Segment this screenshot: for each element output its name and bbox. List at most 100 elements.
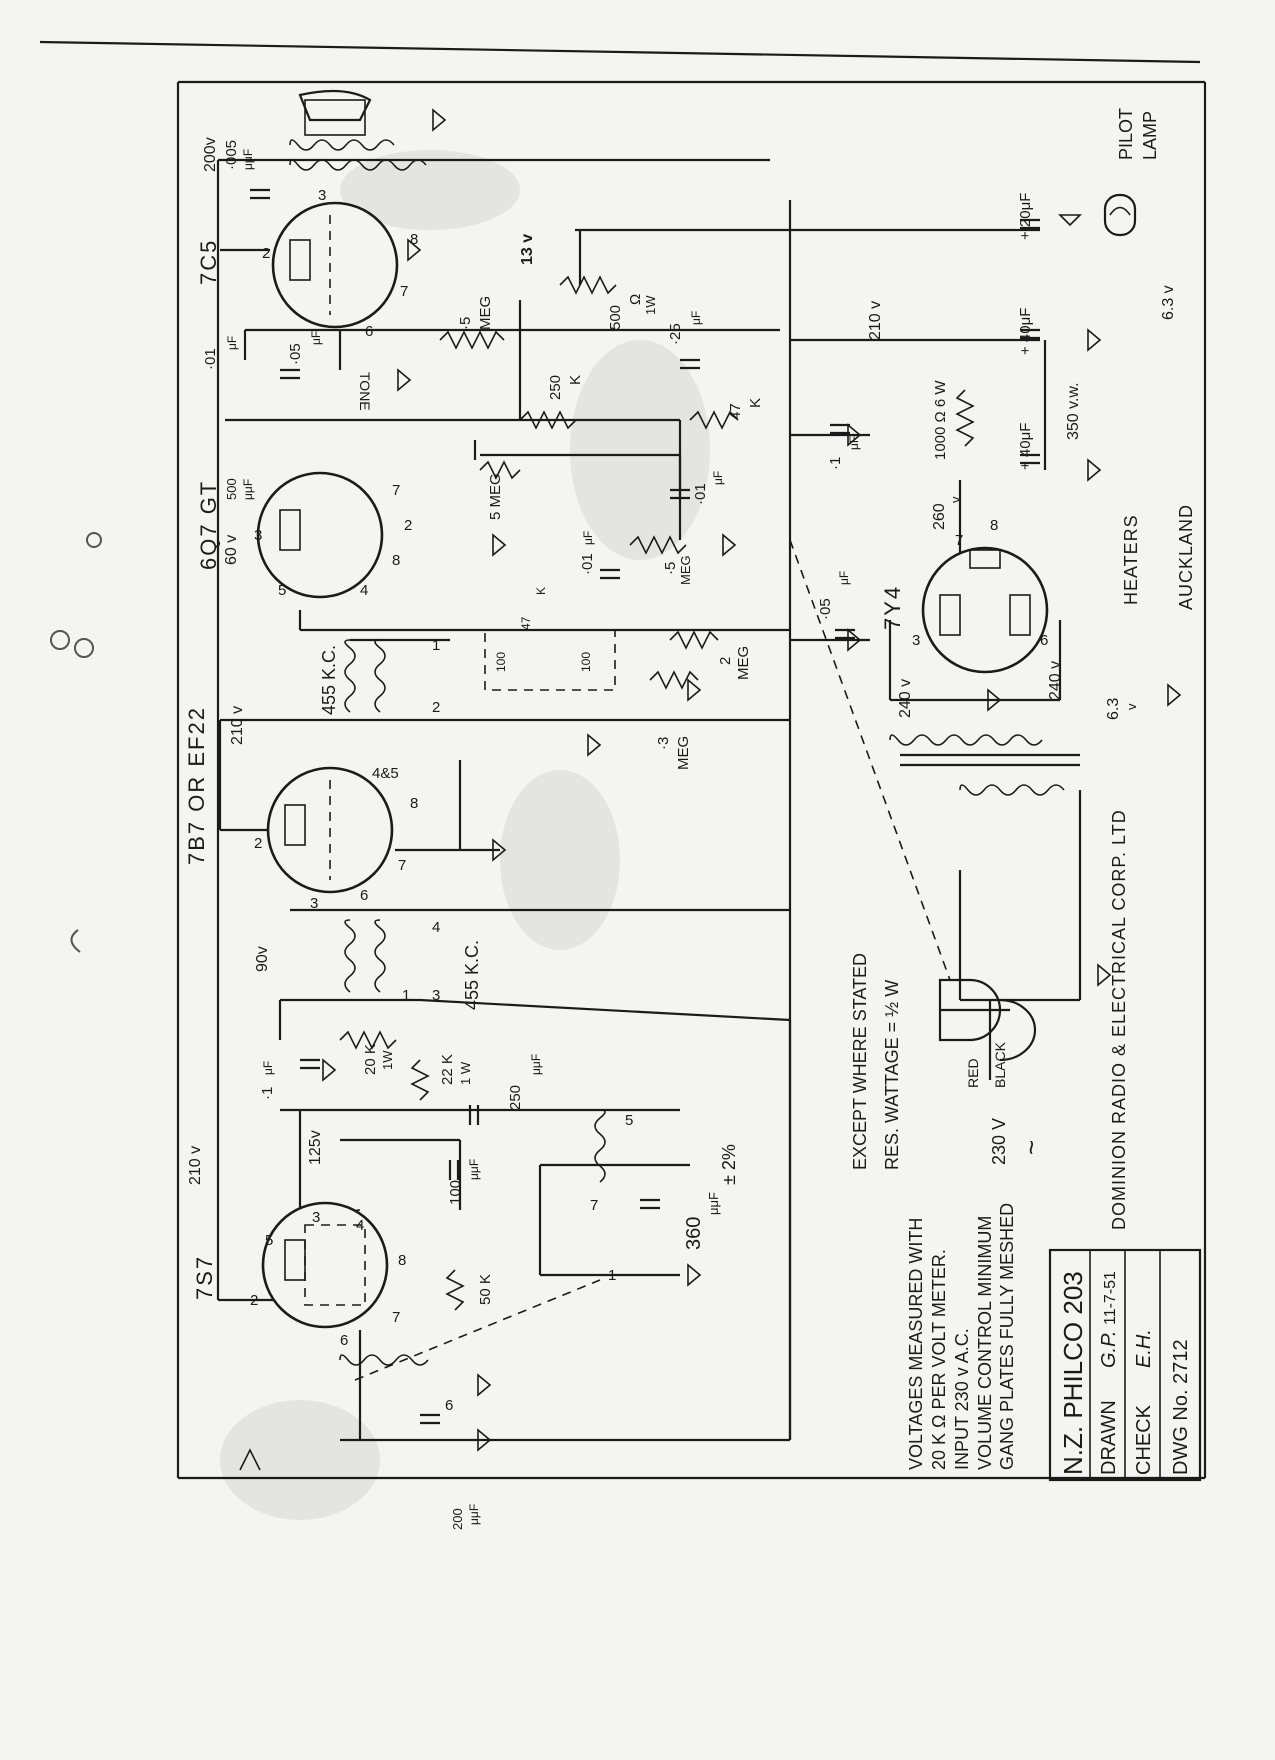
res-100a-value: 100 (494, 652, 508, 672)
res-47k2-value: 47 (519, 616, 533, 630)
model-label: N.Z. PHILCO 203 (1058, 1271, 1088, 1475)
pin-label: 3 (912, 632, 920, 649)
pin-label: 2 (254, 835, 262, 852)
res-20k-watt: 1W (380, 1050, 395, 1070)
voltage-260v-unit: v (948, 496, 963, 503)
tube-7s7-label: 7S7 (192, 1255, 217, 1300)
tone-label: TONE (357, 372, 373, 411)
pin-label: 2 (262, 245, 270, 262)
pin-numbers: 3 2 8 7 6 7 2 8 3 5 4 4&5 2 8 7 3 6 5 3 … (250, 187, 1048, 1414)
pin-label: 3 (254, 527, 262, 544)
pin-label: 1 (402, 987, 410, 1004)
pin-label: 6 (340, 1332, 348, 1349)
pin-label: 8 (410, 231, 418, 248)
ground-icon (1087, 328, 1102, 352)
res-250k-unit: K (567, 375, 584, 385)
voltage-240v-a: 240 v (897, 679, 914, 718)
ac-symbol: ~ (1016, 1140, 1046, 1155)
note-line-1: VOLTAGES MEASURED WITH (906, 1218, 926, 1470)
drawn-date: 11-7-51 (1102, 1271, 1119, 1325)
tube-7s7 (261, 1201, 389, 1329)
cap-100-unit: μμF (467, 1159, 481, 1180)
component-values: ·005 μμF ·01 μF ·05 μF ·5 MEG 500 Ω 1W ·… (202, 140, 1034, 1530)
drawn-signature: G.P. (1098, 1331, 1120, 1368)
cap-40uf-b-value: + 40μF (1017, 423, 1034, 470)
tube-6q7gt (256, 471, 384, 599)
voltage-90v: 90v (254, 946, 271, 972)
tubes (256, 193, 1137, 1329)
if-transformer-2-label: 455 K.C. (462, 940, 482, 1010)
pin-label: 2 (404, 517, 412, 534)
cap-1-unit: μF (847, 436, 861, 450)
pin-label: 8 (410, 795, 418, 812)
pin-label: 3 (432, 987, 440, 1004)
transformers (289, 89, 1080, 1366)
ground-icon (1087, 458, 1102, 482)
res-22k-value: 22 K (439, 1054, 456, 1085)
pin-label: 7 (590, 1197, 598, 1214)
note-line-2: 20 K Ω PER VOLT METER. (929, 1249, 949, 1470)
tube-7b7-label: 7B7 OR EF22 (184, 706, 209, 865)
res-2meg-value: 2 (717, 657, 734, 665)
ground-icon (687, 1263, 702, 1287)
mains-red: RED (965, 1058, 981, 1088)
cap-360-value: 360 (683, 1217, 705, 1250)
wattage-note-2: RES. WATTAGE = ½ W (882, 980, 902, 1170)
cap-20uf-value: + 20μF (1017, 193, 1034, 240)
ground-icon (492, 838, 507, 862)
tube-7c5-label: 7C5 (196, 239, 221, 285)
pin-label: 7 (400, 283, 408, 300)
cap-40uf-a-value: + 40μF (1017, 308, 1034, 355)
cap-01c-unit: μF (581, 531, 595, 545)
title-block: N.Z. PHILCO 203 DRAWN G.P. 11-7-51 CHECK… (1048, 1248, 1202, 1482)
ground-icon (492, 533, 507, 557)
res-05meg-unit: MEG (477, 296, 494, 330)
voltage-240v-b: 240 v (1047, 661, 1064, 700)
cap-1d-value: ·1 (259, 1087, 276, 1100)
res-2meg-unit: MEG (735, 646, 752, 680)
mains-input: RED BLACK 230 V ~ (965, 1041, 1046, 1165)
res-100b-value: 100 (579, 652, 593, 672)
note-line-4: VOLUME CONTROL MINIMUM (975, 1216, 995, 1470)
voltage-6-3v-a: 6.3 v (1160, 285, 1177, 320)
ground-icon (1058, 214, 1082, 227)
res-20k-value: 20 K (362, 1044, 379, 1075)
cap-005-unit: μμF (241, 149, 255, 170)
cap-01-value: ·01 (202, 348, 219, 370)
cap-05-unit: μF (309, 331, 323, 345)
misc-labels: PILOT LAMP HEATERS TONE 455 K.C. 455 K.C… (319, 108, 1160, 1010)
cap-01b-unit: μF (711, 471, 725, 485)
pin-label: 7 (398, 857, 406, 874)
res-50k-value: 50 K (477, 1274, 494, 1305)
ground-icon (847, 628, 862, 652)
voltage-6-3v-b: 6.3 (1105, 698, 1122, 720)
pin-label: 8 (392, 552, 400, 569)
res-47k-unit: K (747, 398, 764, 408)
res-47k2-unit: K (534, 587, 548, 595)
cap-01c-value: ·01 (579, 553, 596, 575)
ground-symbols (239, 108, 1182, 1471)
cap-05c-unit: μF (837, 571, 851, 585)
res-1000-value: 1000 Ω 6 W (932, 380, 949, 460)
ground-icon (1097, 963, 1112, 987)
tube-6q7gt-label: 6Q7 GT (196, 480, 221, 570)
res-47k-value: 47 (727, 403, 744, 420)
heaters-label: HEATERS (1121, 514, 1141, 605)
res-250k-value: 250 (547, 375, 564, 400)
ground-icon (322, 1058, 337, 1082)
pin-label: 4 (360, 582, 368, 599)
cap-05-value: ·05 (287, 343, 304, 365)
voltage-13v: 13 v (519, 234, 536, 265)
pin-label: 6 (445, 1397, 453, 1414)
gang-linkage (354, 539, 951, 1381)
ground-icon (407, 238, 422, 262)
company-block: DOMINION RADIO & ELECTRICAL CORP. LTD AU… (1109, 504, 1196, 1230)
pin-label: 1 (608, 1267, 616, 1284)
tube-7y4-label: 7Y4 (880, 585, 905, 630)
ground-icon (587, 733, 602, 757)
pin-label: 7 (392, 482, 400, 499)
pin-label: 2 (250, 1292, 258, 1309)
ground-icon (397, 368, 412, 392)
voltage-210v-a: 210 v (867, 301, 884, 340)
